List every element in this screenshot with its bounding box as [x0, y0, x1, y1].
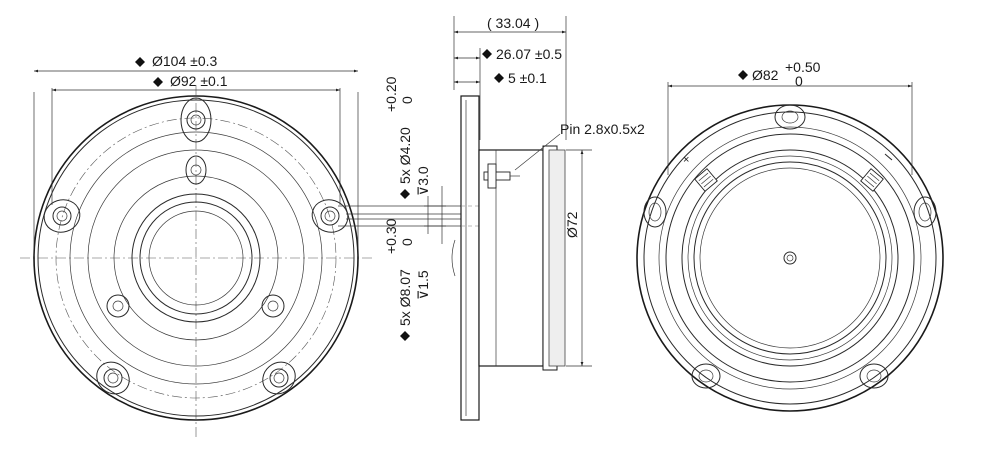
dim-bolt-circle: Ø92 ±0.1: [170, 73, 228, 89]
dim-hole-tol-lower: 0: [399, 96, 415, 104]
side-view: ( 33.04 ) 26.07 ±0.5 5 ±0.1 Pin 2.8x0.5x…: [451, 15, 645, 421]
dim-flange-thickness: 5 ±0.1: [508, 70, 547, 86]
screw-boss-top: [185, 155, 207, 185]
dim-body-depth: 26.07 ±0.5: [496, 46, 562, 62]
rear-center-vent-inner: [786, 254, 794, 262]
rear-rim-2: [643, 111, 937, 405]
screw-boss-left: [106, 294, 130, 318]
dim-rear-diameter: Ø82: [752, 67, 779, 83]
mounting-hole-bottom-right: [262, 361, 296, 395]
diamond-marker-icon: [494, 73, 504, 83]
rear-terminal-left: [694, 168, 718, 192]
diamond-marker-icon: [153, 77, 163, 87]
polarity-plus-icon: ×: [683, 154, 689, 166]
pin-leader: [514, 133, 561, 171]
screw-boss-right: [261, 294, 285, 318]
polarity-minus-icon: [884, 153, 893, 161]
rear-cup-inner: [699, 167, 881, 349]
dim-cbore-depth: ⊽1.5: [415, 270, 431, 300]
front-outer-rim-inner: [37, 99, 355, 417]
side-dome-bump: [451, 239, 456, 277]
rear-hole-left: [643, 196, 667, 228]
rear-hole-bottom-left: [691, 363, 721, 389]
front-bolt-circle-line: [55, 117, 337, 399]
dim-cbore-callout: 5x Ø8.07: [397, 269, 413, 326]
dim-cbore-tol-upper: +0.30: [383, 218, 399, 254]
front-ring-2: [87, 149, 305, 367]
rear-center-vent: [783, 251, 797, 265]
dim-rear-tol-lower: 0: [795, 73, 803, 89]
diamond-marker-icon: [135, 57, 145, 67]
dim-total-depth: ( 33.04 ): [487, 15, 539, 31]
dim-hole-tol-upper: +0.20: [383, 76, 399, 112]
dim-cbore-tol-lower: 0: [399, 238, 415, 246]
dim-rear-tol-upper: +0.50: [785, 59, 821, 75]
rear-cup-3: [693, 161, 887, 355]
dim-hole-callout: 5x Ø4.20: [397, 127, 413, 184]
front-flange-ring: [69, 131, 323, 385]
diamond-marker-icon: [400, 189, 410, 199]
rear-terminal-right: [860, 168, 884, 192]
front-view: Ø104 ±0.3 Ø92 ±0.1: [20, 53, 464, 440]
diamond-marker-icon: [738, 70, 748, 80]
front-dome-inner: [148, 210, 244, 306]
mounting-hole-bottom-left: [96, 361, 130, 395]
rear-cup-outer: [681, 149, 899, 367]
diamond-marker-icon: [482, 49, 492, 59]
rear-cup-2: [687, 155, 893, 361]
front-dome-outer: [131, 193, 261, 323]
mounting-hole-left: [43, 199, 81, 233]
diamond-marker-icon: [400, 331, 410, 341]
side-flange: [460, 95, 480, 421]
dim-outer-diameter: Ø104 ±0.3: [152, 53, 217, 69]
mounting-hole-right: [311, 199, 349, 233]
front-dome-mid: [139, 201, 253, 315]
front-ring-3: [113, 175, 279, 341]
rear-hole-top: [774, 104, 806, 130]
rear-rim-4: [665, 133, 915, 383]
rear-hole-bottom-right: [859, 363, 889, 389]
hole-callouts: 5x Ø4.20 +0.20 0 ⊽3.0 5x Ø8.07 +0.30 0 ⊽…: [383, 76, 446, 341]
rear-hole-right: [913, 196, 937, 228]
rear-rim-3: [658, 126, 922, 390]
pin-label: Pin 2.8x0.5x2: [560, 121, 645, 137]
dim-body-diameter: Ø72: [564, 211, 580, 238]
rear-outer-rim: [636, 104, 944, 412]
front-outer-rim: [33, 95, 359, 421]
mounting-hole-top: [180, 97, 212, 143]
pin-base: [487, 163, 497, 189]
rear-view: × Ø82 +0.50 0: [636, 59, 944, 412]
side-back-plate: [548, 149, 566, 367]
dim-hole-depth: ⊽3.0: [415, 166, 431, 196]
